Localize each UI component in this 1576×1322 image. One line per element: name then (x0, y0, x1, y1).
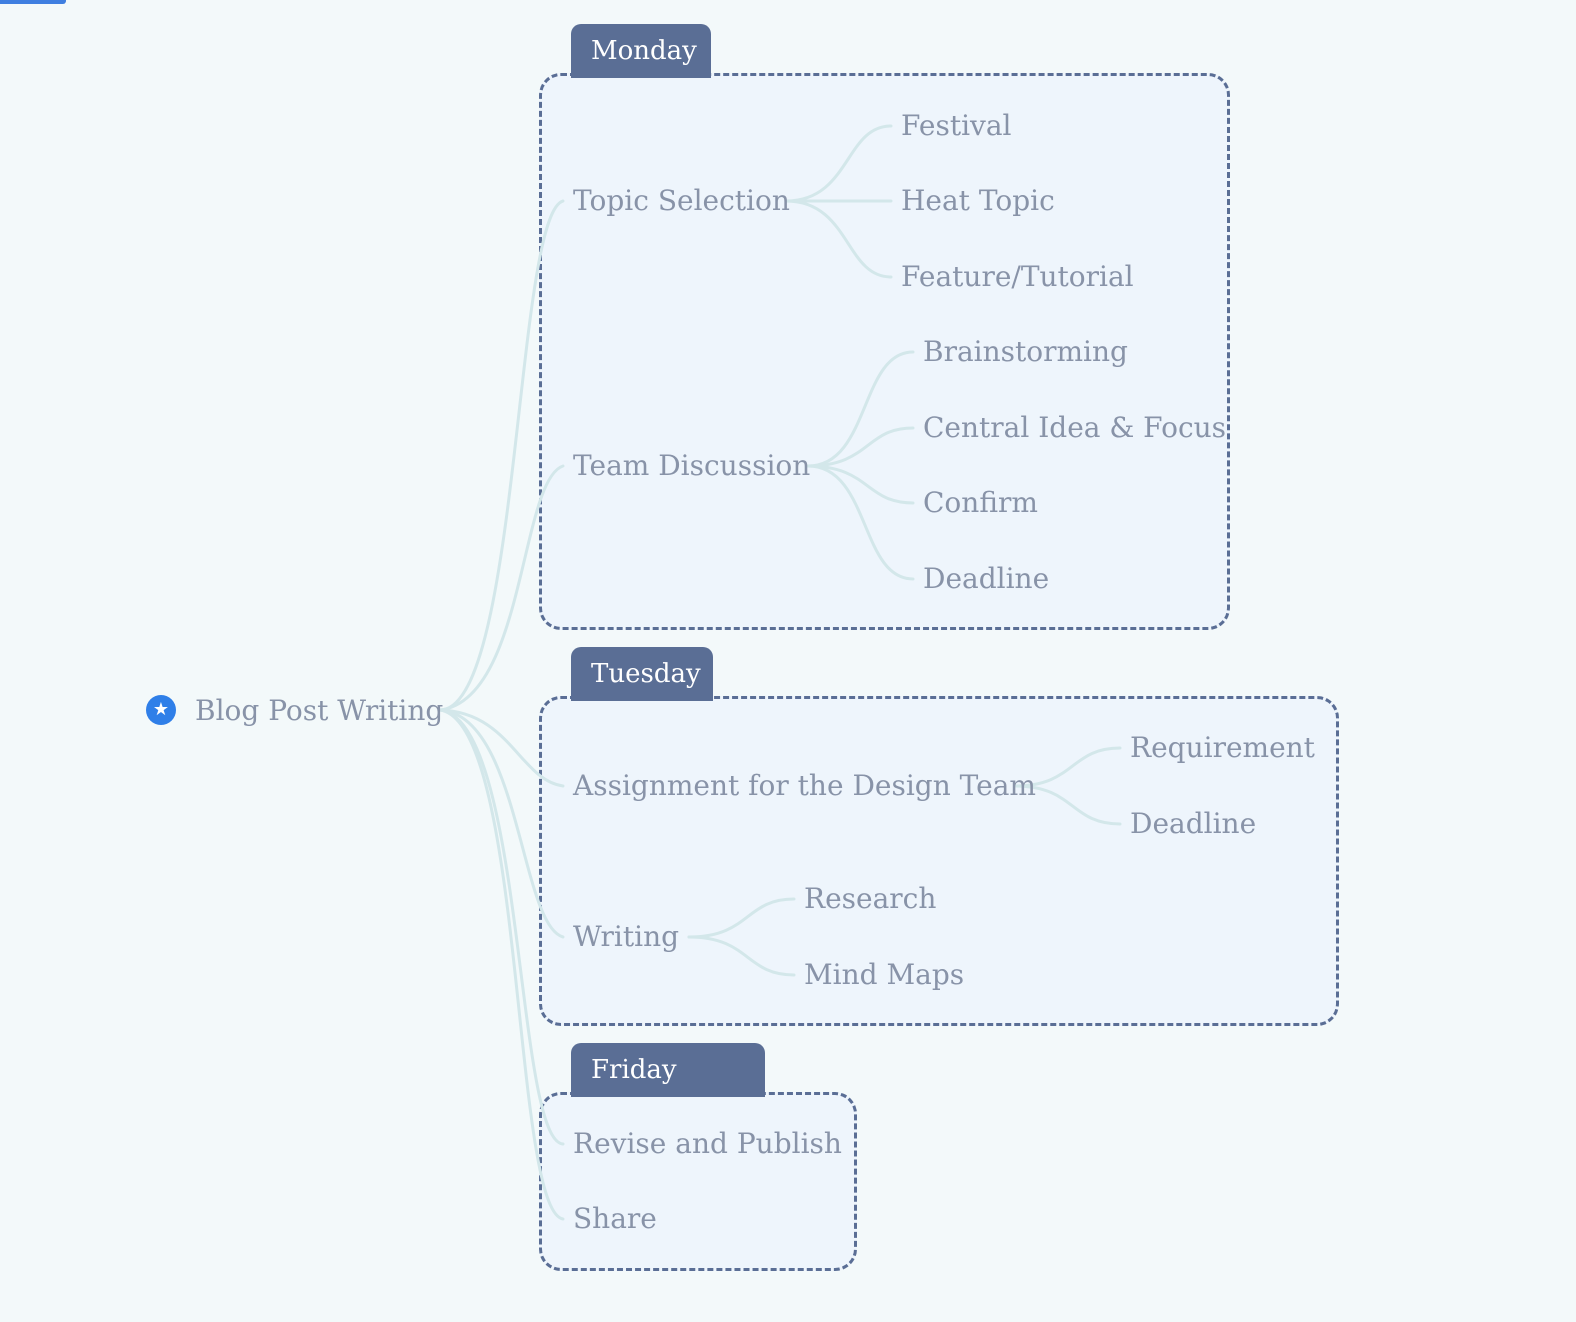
node-feature-tutorial[interactable]: Feature/Tutorial (901, 260, 1134, 293)
node-revise-publish[interactable]: Revise and Publish (573, 1127, 842, 1160)
node-deadline-tuesday[interactable]: Deadline (1130, 807, 1257, 840)
edge-team-brainstorming (806, 350, 915, 468)
group-friday[interactable] (539, 1092, 857, 1271)
edge-team-confirm (806, 464, 915, 505)
tab-monday[interactable]: Monday (571, 24, 711, 78)
node-central-idea[interactable]: Central Idea & Focus (923, 411, 1227, 444)
node-assignment-design-team[interactable]: Assignment for the Design Team (573, 769, 1036, 802)
edge-topic-feature (784, 199, 893, 279)
edge-root-team-discussion (438, 464, 565, 712)
edge-root-assignment (438, 708, 565, 788)
edge-team-deadline (806, 464, 915, 581)
node-research[interactable]: Research (804, 882, 937, 915)
node-writing[interactable]: Writing (573, 920, 680, 953)
edge-writing-research (687, 897, 796, 939)
tab-tuesday[interactable]: Tuesday (571, 647, 713, 701)
edge-team-central (806, 426, 915, 468)
edge-writing-mindmaps (687, 935, 796, 977)
tab-friday[interactable]: Friday (571, 1043, 765, 1097)
group-tuesday[interactable] (539, 696, 1339, 1026)
node-topic-selection[interactable]: Topic Selection (573, 184, 790, 217)
node-team-discussion[interactable]: Team Discussion (573, 449, 811, 482)
node-confirm[interactable]: Confirm (923, 486, 1038, 519)
edge-root-share (438, 708, 565, 1221)
root-label: Blog Post Writing (195, 693, 444, 727)
star-icon: ★ (146, 695, 176, 725)
root-node[interactable]: ★ Blog Post Writing (146, 692, 443, 728)
node-brainstorming[interactable]: Brainstorming (923, 335, 1128, 368)
edge-assignment-deadline (1013, 784, 1122, 826)
node-deadline-monday[interactable]: Deadline (923, 562, 1050, 595)
edge-root-topic-selection (438, 199, 565, 712)
edge-assignment-requirement (1013, 746, 1122, 788)
node-festival[interactable]: Festival (901, 109, 1012, 142)
node-share[interactable]: Share (573, 1202, 657, 1235)
group-monday[interactable] (539, 73, 1230, 630)
node-requirement[interactable]: Requirement (1130, 731, 1315, 764)
node-mind-maps[interactable]: Mind Maps (804, 958, 965, 991)
edge-topic-festival (784, 124, 893, 203)
selection-indicator (0, 0, 66, 4)
edge-root-writing (438, 708, 565, 939)
edge-root-revise (438, 708, 565, 1146)
node-heat-topic[interactable]: Heat Topic (901, 184, 1055, 217)
